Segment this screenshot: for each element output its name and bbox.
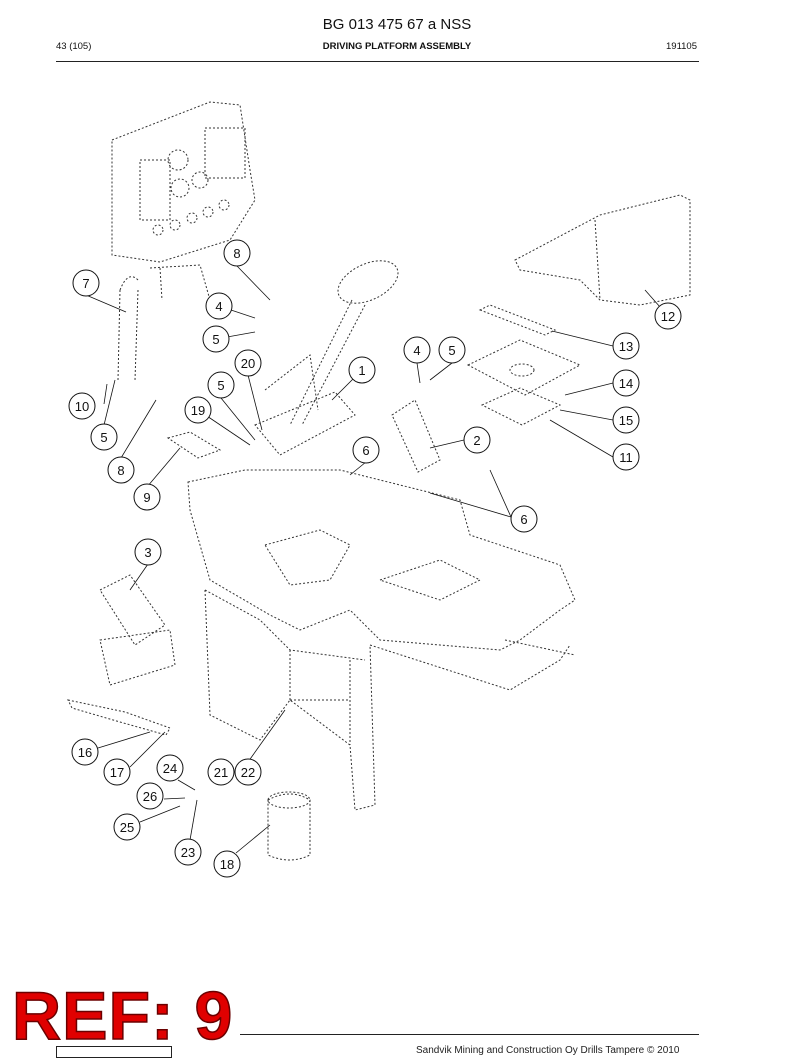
- callout-19: 19: [191, 403, 205, 418]
- callout-bubbles: 8 7 4 5 20 1 4 5 13 12 5 19 10 14 15 5 2: [68, 239, 682, 878]
- callout-6: 6: [362, 443, 369, 458]
- footer-rule: [240, 1034, 699, 1035]
- ref-stamp: REF: 9: [11, 978, 234, 1054]
- callout-6: 6: [520, 512, 527, 527]
- callout-12: 12: [661, 309, 675, 324]
- callout-8: 8: [233, 246, 240, 261]
- callout-22: 22: [241, 765, 255, 780]
- document-id: BG 013 475 67 a NSS: [322, 16, 472, 33]
- callout-8: 8: [117, 463, 124, 478]
- callout-9: 9: [143, 490, 150, 505]
- callout-17: 17: [110, 765, 124, 780]
- callout-10: 10: [75, 399, 89, 414]
- callout-20: 20: [241, 356, 255, 371]
- callout-25: 25: [120, 820, 134, 835]
- callout-2: 2: [473, 433, 480, 448]
- callout-23: 23: [181, 845, 195, 860]
- callout-13: 13: [619, 339, 633, 354]
- sandvik-logo: [56, 1046, 172, 1058]
- footer-copyright: Sandvik Mining and Construction Oy Drill…: [416, 1045, 680, 1056]
- callout-21: 21: [214, 765, 228, 780]
- drawing-linework: [67, 101, 691, 861]
- callout-15: 15: [619, 413, 633, 428]
- callout-11: 11: [619, 450, 633, 465]
- document-code: 191105: [666, 41, 697, 52]
- callout-5: 5: [212, 332, 219, 347]
- callout-14: 14: [619, 376, 633, 391]
- callout-5: 5: [448, 343, 455, 358]
- callout-1: 1: [358, 363, 365, 378]
- callout-16: 16: [78, 745, 92, 760]
- callout-5: 5: [100, 430, 107, 445]
- callout-3: 3: [144, 545, 151, 560]
- callout-24: 24: [163, 761, 177, 776]
- page-number: 43 (105): [56, 41, 92, 52]
- callout-7: 7: [82, 276, 89, 291]
- callout-4: 4: [215, 299, 222, 314]
- callout-18: 18: [220, 857, 234, 872]
- header-rule: [56, 61, 699, 62]
- callout-26: 26: [143, 789, 157, 804]
- page-title: DRIVING PLATFORM ASSEMBLY: [322, 41, 472, 52]
- callout-5: 5: [217, 378, 224, 393]
- callout-4: 4: [413, 343, 420, 358]
